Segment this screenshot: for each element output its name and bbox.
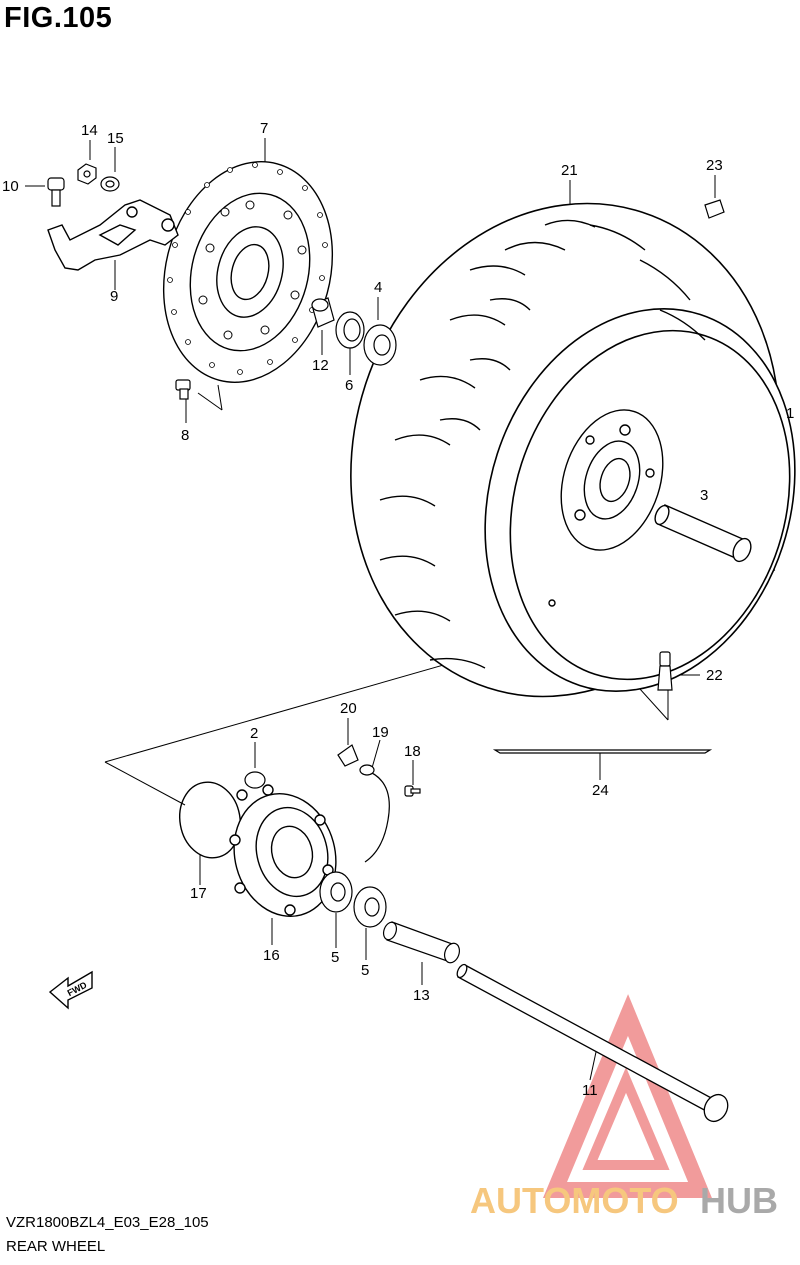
- forward-arrow-icon: FWD: [48, 970, 93, 1010]
- callout-5b: 5: [361, 962, 369, 979]
- sensor-ring-clip: [359, 764, 390, 863]
- bracket-nut: [77, 163, 97, 185]
- disc-bolt: [175, 379, 191, 400]
- hub-bearing-b: [353, 886, 387, 928]
- callout-10: 10: [2, 178, 19, 195]
- sensor-bolt: [404, 785, 421, 797]
- callout-7: 7: [260, 120, 268, 137]
- sprocket-hub: [229, 784, 337, 917]
- stopper-plate: [337, 744, 359, 767]
- bracket-bolt: [47, 177, 65, 207]
- callout-19: 19: [372, 724, 389, 741]
- callout-11: 11: [582, 1082, 598, 1099]
- hub-spacer: [382, 921, 461, 964]
- watermark-brand-part1: AUTOMOTO: [470, 1180, 679, 1221]
- callout-8: 8: [181, 427, 189, 444]
- callout-14: 14: [81, 122, 98, 139]
- callout-17: 17: [190, 885, 207, 902]
- model-code: VZR1800BZL4_E03_E28_105: [6, 1214, 209, 1231]
- section-name: REAR WHEEL: [6, 1238, 106, 1255]
- hub-bearing-a: [319, 871, 353, 913]
- callout-4: 4: [374, 279, 382, 296]
- callout-12: 12: [312, 357, 329, 374]
- callout-13: 13: [413, 987, 430, 1004]
- callout-5a: 5: [331, 949, 339, 966]
- callout-18: 18: [404, 743, 421, 760]
- tire-valve: [657, 651, 673, 691]
- callout-22: 22: [706, 667, 723, 684]
- callout-6: 6: [345, 377, 353, 394]
- callout-23: 23: [706, 157, 723, 174]
- rear-axle: [456, 963, 729, 1123]
- hub-collar: [244, 771, 266, 789]
- bracket-washer: [100, 176, 120, 192]
- callout-9: 9: [110, 288, 118, 305]
- wheel-hub: [548, 409, 664, 607]
- rim-tape: [492, 749, 713, 754]
- rear-tire: [350, 202, 796, 698]
- figure-title: FIG.105: [4, 2, 113, 34]
- callout-2: 2: [250, 725, 258, 742]
- callout-20: 20: [340, 700, 357, 717]
- callout-24: 24: [592, 782, 609, 799]
- oil-seal: [335, 311, 365, 349]
- callout-3: 3: [700, 487, 708, 504]
- watermark-logo: [542, 994, 712, 1198]
- callout-15: 15: [107, 130, 124, 147]
- callout-labels: 1 2 3 4 5 5 6 7 8 9 10 11 12 13 14 15 16…: [2, 120, 794, 1099]
- callout-21: 21: [561, 162, 578, 179]
- bearing-4: [363, 324, 397, 366]
- watermark-text: AUTOMOTO HUB: [470, 1180, 778, 1221]
- o-ring: [179, 781, 241, 859]
- watermark-brand-part2: HUB: [700, 1180, 778, 1221]
- callout-1: 1: [786, 405, 794, 422]
- axle-spacer: [654, 504, 752, 563]
- caliper-bracket: [47, 199, 179, 271]
- collar-12: [311, 297, 335, 328]
- balance-weight: [704, 199, 725, 219]
- callout-16: 16: [263, 947, 280, 964]
